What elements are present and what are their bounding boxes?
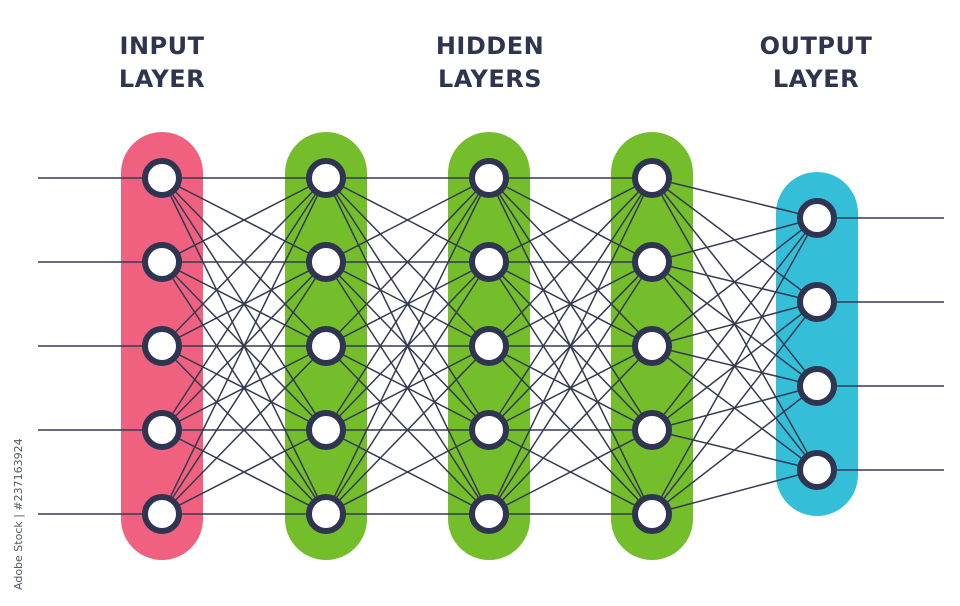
input-layer-title-line: LAYER — [118, 65, 206, 93]
hidden-neuron — [632, 494, 672, 534]
hidden-neuron — [632, 410, 672, 450]
hidden-neuron — [469, 242, 509, 282]
hidden-neuron — [306, 158, 346, 198]
output-neuron — [797, 366, 837, 406]
hidden-neuron — [306, 326, 346, 366]
io-lines — [38, 177, 944, 515]
hidden-neuron — [469, 326, 509, 366]
connection-edge — [488, 177, 653, 515]
input-neuron — [142, 242, 182, 282]
hidden-layers-title-line: LAYERS — [437, 65, 543, 93]
connection-edge — [651, 217, 818, 263]
hidden-neuron — [306, 410, 346, 450]
output-neuron — [797, 198, 837, 238]
connection-edge — [325, 177, 490, 515]
hidden-neuron — [469, 494, 509, 534]
output-layer-title: OUTPUT LAYER — [736, 30, 896, 96]
connection-edge — [161, 177, 327, 515]
hidden-neuron — [632, 158, 672, 198]
connection-edge — [651, 469, 818, 515]
connection-edge — [325, 345, 490, 515]
hidden-neuron — [632, 326, 672, 366]
hidden-neuron — [306, 242, 346, 282]
connection-edge — [325, 177, 490, 431]
stock-watermark: Adobe Stock | #237163924 — [12, 438, 25, 590]
connection-edge — [488, 345, 653, 515]
connection-edge — [488, 429, 653, 515]
connection-edge — [161, 345, 327, 515]
connection-edge — [651, 301, 818, 515]
connection-edge — [161, 177, 327, 263]
hidden-neuron — [469, 158, 509, 198]
connection-edge — [651, 177, 818, 219]
input-layer-title: INPUT LAYER — [82, 30, 242, 96]
connection-edge — [325, 429, 490, 515]
connection-edge — [161, 261, 327, 515]
connections — [161, 177, 818, 515]
connection-edge — [488, 177, 653, 347]
input-neuron — [142, 158, 182, 198]
output-layer-title-line: OUTPUT — [759, 32, 873, 60]
output-neuron — [797, 282, 837, 322]
hidden-layers-title-line: HIDDEN — [435, 32, 545, 60]
output-neuron — [797, 450, 837, 490]
connection-edge — [161, 177, 327, 431]
connection-edge — [651, 385, 818, 515]
hidden-layers-title: HIDDEN LAYERS — [400, 30, 580, 96]
hidden-neuron — [306, 494, 346, 534]
connection-edge — [651, 217, 818, 515]
connection-edge — [651, 217, 818, 431]
hidden-neuron — [469, 410, 509, 450]
connection-edge — [488, 177, 653, 431]
connection-edge — [325, 177, 490, 263]
connection-edge — [488, 177, 653, 263]
connection-edge — [651, 217, 818, 347]
input-layer-title-line: INPUT — [119, 32, 205, 60]
neurons — [142, 158, 837, 534]
hidden-neuron — [632, 242, 672, 282]
input-neuron — [142, 410, 182, 450]
output-layer-title-line: LAYER — [772, 65, 860, 93]
connection-edge — [325, 177, 490, 347]
connection-edge — [161, 177, 327, 347]
connection-edge — [325, 261, 490, 515]
connection-edge — [161, 429, 327, 515]
connection-edge — [488, 261, 653, 515]
output-layer-pill — [776, 172, 858, 516]
input-neuron — [142, 494, 182, 534]
input-neuron — [142, 326, 182, 366]
